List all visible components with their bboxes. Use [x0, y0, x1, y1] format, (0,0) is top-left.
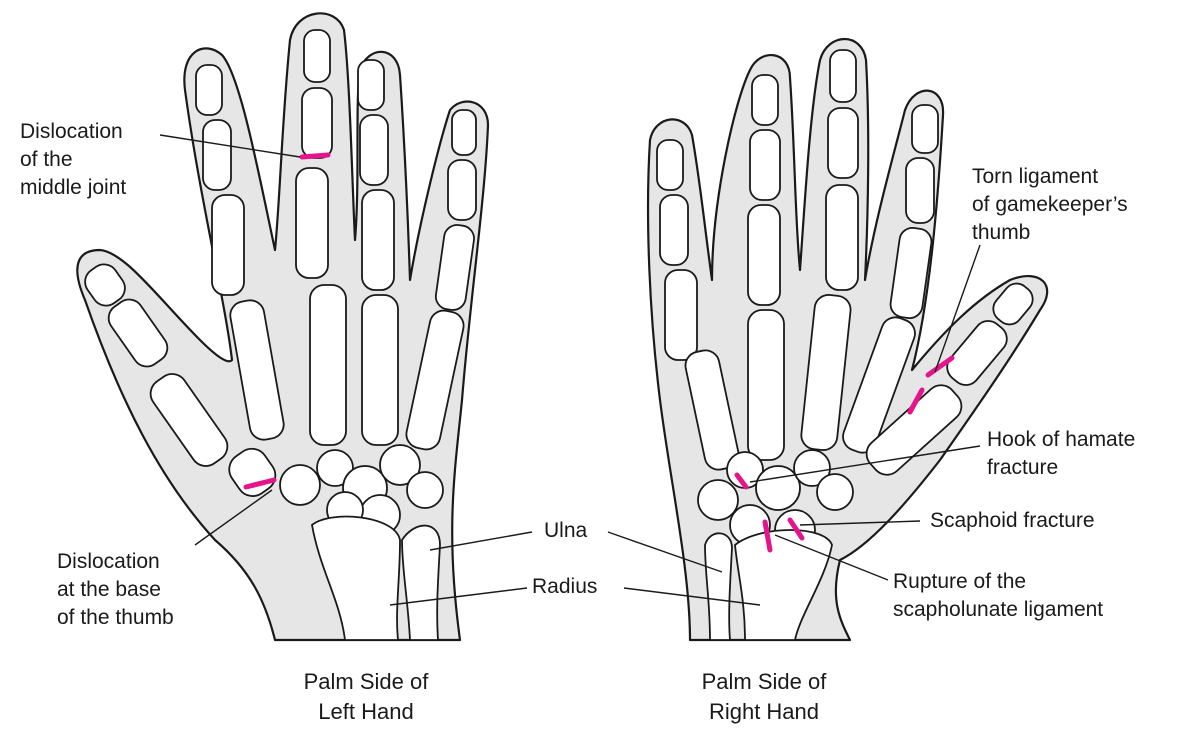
- right-radius-bone: [734, 529, 833, 641]
- right-scaphoid-injury: [787, 517, 805, 541]
- caption-left-hand: Palm Side of Left Hand: [303, 669, 429, 724]
- right-ulna-bone: [704, 532, 733, 641]
- label-gamekeeper-thumb: Torn ligament of gamekeeper’s thumb: [972, 165, 1128, 244]
- leader-lines: [159, 134, 981, 606]
- leader-gamekeeper: [934, 244, 981, 373]
- right-hand: [646, 37, 1049, 642]
- label-radius: Radius: [532, 575, 598, 598]
- right-hamate-injury: [734, 472, 749, 490]
- left-middle-joint-injury: [299, 152, 331, 160]
- left-finger-bones: [195, 29, 477, 451]
- right-scapholunate-injury: [762, 519, 773, 553]
- leader-radius-right: [623, 587, 761, 606]
- label-hook-of-hamate: Hook of hamate fracture: [987, 428, 1136, 479]
- label-scaphoid-fracture: Scaphoid fracture: [930, 509, 1095, 532]
- left-radius-bone: [311, 515, 401, 641]
- label-scapholunate-rupture: Rupture of the scapholunate ligament: [893, 570, 1104, 621]
- caption-right-hand: Palm Side of Right Hand: [701, 669, 827, 724]
- right-carpal-bones: [697, 449, 854, 551]
- right-finger-bones: [656, 49, 939, 471]
- leader-middle-joint: [159, 134, 301, 158]
- leader-thumb-base: [194, 489, 273, 546]
- left-ulna-bone: [401, 524, 441, 641]
- right-gamekeeper-injury: [925, 355, 955, 378]
- leader-scapholunate: [774, 534, 889, 581]
- left-thumb-base-injury: [243, 477, 277, 490]
- leader-ulna-right: [607, 531, 723, 573]
- right-thumb-bones: [865, 282, 1034, 476]
- leader-ulna-left: [429, 531, 533, 551]
- leader-scaphoid: [799, 520, 921, 526]
- left-thumb-bones: [84, 263, 277, 497]
- label-thumb-base-dislocation: Dislocation at the base of the thumb: [57, 550, 174, 629]
- right-gamekeeper-injury-2: [907, 387, 925, 415]
- label-ulna: Ulna: [544, 519, 588, 542]
- leader-radius-left: [389, 587, 528, 606]
- label-middle-joint-dislocation: Dislocation of the middle joint: [20, 120, 127, 199]
- leader-hamate: [749, 445, 981, 483]
- left-hand: [76, 12, 490, 642]
